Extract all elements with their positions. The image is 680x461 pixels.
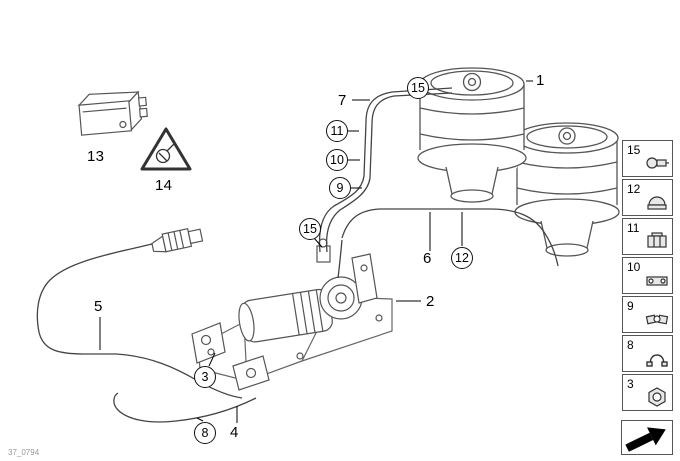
label-4[interactable]: 4 xyxy=(230,424,239,441)
union-fitting-icon xyxy=(645,314,669,325)
cap-nut-icon xyxy=(647,196,667,210)
sidebar-part-8[interactable]: 8 xyxy=(622,335,673,372)
valve-fitting-icon xyxy=(646,157,669,169)
label-2[interactable]: 2 xyxy=(426,293,435,310)
part-number: 15 xyxy=(627,143,641,157)
connector-block-icon xyxy=(647,232,667,248)
callout-9[interactable]: 9 xyxy=(329,177,351,199)
sidebar-part-15[interactable]: 15 xyxy=(622,140,673,177)
direction-arrow-icon xyxy=(625,427,666,452)
control-module xyxy=(77,90,148,136)
sidebar-part-9[interactable]: 9 xyxy=(622,296,673,333)
part-number: 9 xyxy=(627,299,634,313)
part-number: 12 xyxy=(627,182,641,196)
sidebar-part-12[interactable]: 12 xyxy=(622,179,673,216)
sidebar-part-11[interactable]: 11 xyxy=(622,218,673,255)
leader-lines xyxy=(99,80,533,423)
label-14[interactable]: 14 xyxy=(155,177,173,194)
part-number: 3 xyxy=(627,377,634,391)
air-spring-front xyxy=(417,67,527,203)
label-6[interactable]: 6 xyxy=(423,250,432,267)
part-number: 10 xyxy=(627,260,641,274)
pressure-sensor xyxy=(151,228,204,253)
diagram-code: 37_0794 xyxy=(8,448,40,457)
holder-clip-icon xyxy=(646,276,668,286)
label-13[interactable]: 13 xyxy=(87,148,105,165)
callout-15-mid[interactable]: 15 xyxy=(299,218,321,240)
part-number: 11 xyxy=(627,221,640,235)
direction-arrow-box[interactable] xyxy=(621,420,673,455)
callout-12[interactable]: 12 xyxy=(451,247,473,269)
hex-nut-icon xyxy=(648,387,666,407)
callout-15-top[interactable]: 15 xyxy=(407,77,429,99)
compressor-unit xyxy=(191,238,393,391)
label-1[interactable]: 1 xyxy=(536,72,545,89)
callout-8[interactable]: 8 xyxy=(194,422,216,444)
hose-clip-icon xyxy=(646,354,668,367)
air-spring-rear xyxy=(514,122,620,257)
sidebar-part-3[interactable]: 3 xyxy=(622,374,673,411)
label-7[interactable]: 7 xyxy=(338,92,347,109)
callout-11[interactable]: 11 xyxy=(326,120,348,142)
warning-triangle xyxy=(140,127,192,171)
part-number: 8 xyxy=(627,338,634,352)
label-5[interactable]: 5 xyxy=(94,298,103,315)
sidebar-part-10[interactable]: 10 xyxy=(622,257,673,294)
callout-3[interactable]: 3 xyxy=(194,366,216,388)
callout-10[interactable]: 10 xyxy=(326,149,348,171)
